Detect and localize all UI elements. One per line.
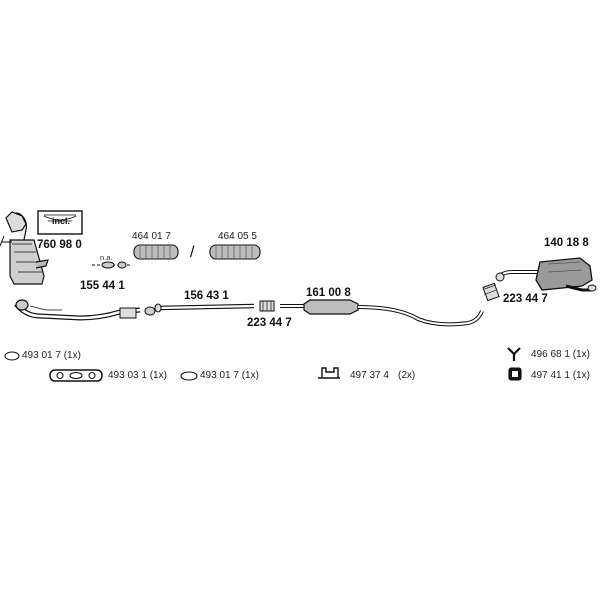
legend-gasket: 493 03 1 (1x) — [108, 370, 167, 381]
included-parts-box — [37, 210, 83, 235]
front-pipe-drawing — [14, 299, 156, 321]
flex-pipe-drawing — [133, 244, 261, 260]
legend-ring-right: 493 01 7 (1x) — [200, 370, 259, 381]
included-box-label: incl. — [52, 216, 71, 226]
middle-silencer-drawing — [280, 299, 484, 327]
ring-icon — [4, 351, 20, 361]
ring-icon-right — [180, 371, 198, 381]
label-sensor-note: n.a. — [100, 253, 113, 262]
label-middle-pipe: 156 43 1 — [184, 290, 229, 302]
label-front-pipe: 155 44 1 — [80, 280, 125, 292]
legend-hanger-bracket-qty: (2x) — [398, 370, 416, 381]
rear-clamp-drawing — [482, 282, 500, 302]
label-clamp-rear: 223 44 7 — [503, 293, 548, 305]
label-middle-silencer: 161 00 8 — [306, 287, 351, 299]
label-flex-b: 464 05 5 — [218, 231, 257, 242]
legend-ring-left: 493 01 7 (1x) — [22, 350, 81, 361]
label-clamp-mid: 223 44 7 — [247, 317, 292, 329]
legend-icons — [4, 347, 522, 382]
y-hanger-icon — [507, 347, 521, 361]
catalyst-drawing — [0, 211, 49, 285]
legend-rubber-mount: 497 41 1 (1x) — [531, 370, 590, 381]
label-separator: / — [190, 244, 195, 261]
label-flex-a: 464 01 7 — [132, 231, 171, 242]
gasket-icon — [49, 369, 103, 382]
middle-pipe-drawing — [154, 300, 275, 313]
label-catalyst: 760 98 0 — [37, 239, 82, 251]
legend-y-hanger: 496 68 1 (1x) — [531, 349, 590, 360]
legend-hanger-bracket: 497 37 4 — [350, 370, 389, 381]
label-rear-silencer: 140 18 8 — [544, 237, 589, 249]
oxygen-sensor-drawing — [92, 261, 132, 269]
hanger-bracket-icon — [318, 367, 340, 379]
rear-silencer-drawing — [495, 257, 597, 292]
